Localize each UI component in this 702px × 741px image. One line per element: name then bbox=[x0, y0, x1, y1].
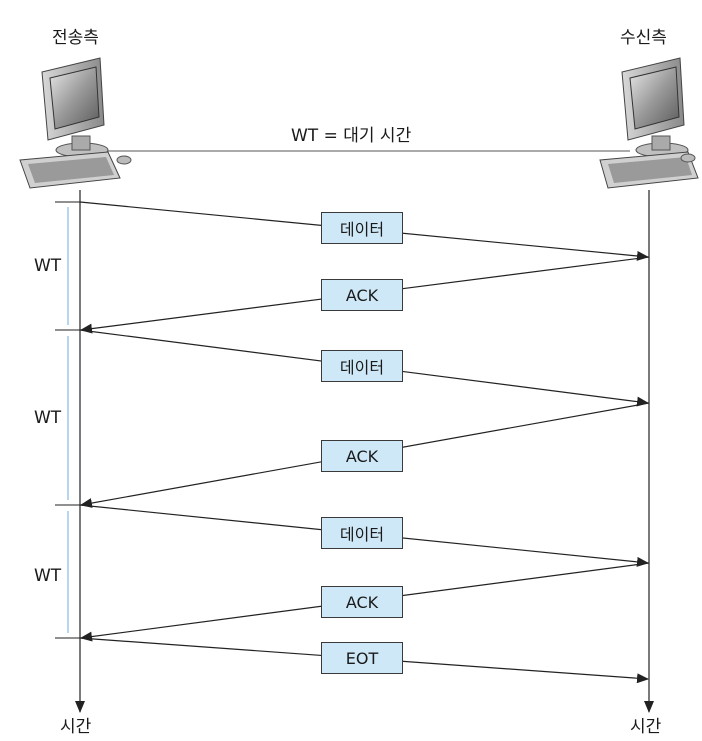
ack-box-2: ACK bbox=[321, 440, 403, 472]
wt-label-3: WT bbox=[34, 566, 62, 586]
receiver-computer-icon bbox=[599, 57, 699, 189]
ack-box-1: ACK bbox=[321, 279, 403, 311]
data-box-1: 데이터 bbox=[321, 212, 403, 244]
data-box-2: 데이터 bbox=[321, 350, 403, 382]
ack-box-3: ACK bbox=[321, 586, 403, 618]
wt-label-2: WT bbox=[34, 408, 62, 428]
sender-computer-icon bbox=[19, 57, 132, 189]
wt-label-1: WT bbox=[34, 256, 62, 276]
eot-box: EOT bbox=[321, 642, 403, 674]
sender-time-label: 시간 bbox=[60, 717, 92, 737]
receiver-time-label: 시간 bbox=[630, 717, 662, 737]
sender-label: 전송측 bbox=[52, 28, 99, 48]
wt-ticks bbox=[55, 201, 80, 639]
data-box-3: 데이터 bbox=[321, 517, 403, 549]
receiver-label: 수신측 bbox=[620, 28, 667, 48]
wait-time-caption: WT = 대기 시간 bbox=[291, 126, 412, 146]
